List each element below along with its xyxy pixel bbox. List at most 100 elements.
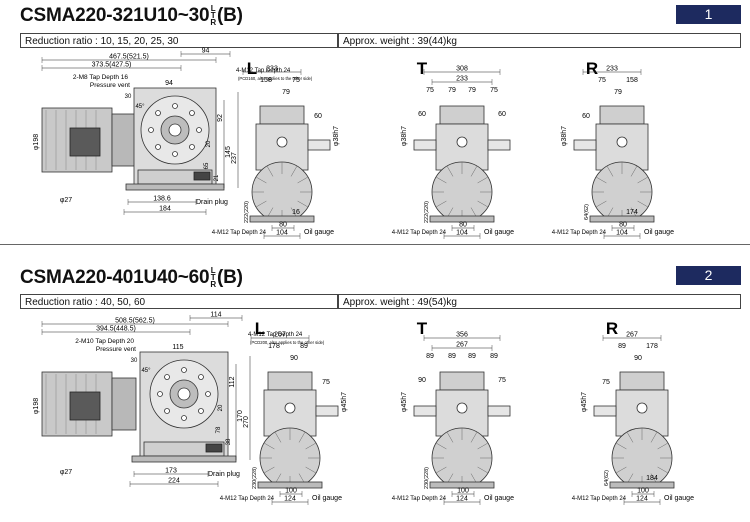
dimension-label: 104 bbox=[276, 230, 288, 237]
dimension-label: 20 bbox=[218, 404, 224, 411]
section-drawings: 467.5(521.5)373.5(427.5) 94 2-M8 Tap Depth… bbox=[33, 48, 674, 239]
dimension-label: 92 bbox=[217, 114, 224, 122]
tap-note: 4-M12 Tap Depth 24 bbox=[572, 496, 627, 502]
dimension-label: 80 bbox=[459, 222, 467, 229]
dimension-label: 65 bbox=[204, 162, 210, 169]
dimension-label: 115 bbox=[172, 344, 183, 351]
view-letter: T bbox=[417, 59, 428, 78]
view-letter: R bbox=[586, 59, 598, 78]
pcd-note: (PCD160, also applies to the other side) bbox=[238, 76, 313, 81]
dimension-label: φ198 bbox=[33, 398, 40, 414]
dimension-label: 45° bbox=[141, 368, 151, 374]
dimension-label: 270 bbox=[243, 416, 250, 428]
dimension-label: 178 bbox=[646, 343, 658, 350]
dimension-label: 75 bbox=[598, 77, 606, 84]
pressure-vent-label: Pressure vent bbox=[90, 82, 130, 89]
dimension-label: 75 bbox=[602, 379, 610, 386]
shaft-diameter: φ38h7 bbox=[333, 126, 340, 146]
dimension-label: 75 bbox=[498, 377, 506, 384]
dimension-label: 75 bbox=[426, 87, 434, 94]
dimension-label: 94 bbox=[202, 48, 210, 55]
view-letter: L bbox=[247, 59, 257, 78]
dimension-label: 138.6 bbox=[153, 196, 171, 203]
dimension-label: 64(62) bbox=[584, 204, 590, 220]
dimension-label: 30 bbox=[131, 358, 138, 364]
dimension-label: 233 bbox=[456, 76, 468, 83]
dimension-label: 94 bbox=[165, 80, 173, 87]
view-letter: T bbox=[417, 319, 428, 338]
dimension-label: 75 bbox=[490, 87, 498, 94]
dimension-label: 104 bbox=[616, 230, 628, 237]
oil-gauge-label: Oil gauge bbox=[304, 229, 334, 236]
dimension-label: 356 bbox=[456, 332, 468, 339]
shaft-diameter: φ45h7 bbox=[341, 392, 348, 412]
dimension-label: 89 bbox=[468, 353, 476, 360]
dimension-label: 90 bbox=[418, 377, 426, 384]
dimension-label: 308 bbox=[456, 66, 468, 73]
dimension-label: 20 bbox=[206, 140, 212, 147]
dimension-label: 80 bbox=[279, 222, 287, 229]
dimension-label: 114 bbox=[210, 312, 221, 319]
dimension-label: 267 bbox=[626, 332, 638, 339]
dimension-label: 267 bbox=[456, 342, 468, 349]
dimension-label: 90 bbox=[290, 355, 298, 362]
dimension-label: 124 bbox=[456, 496, 468, 503]
tap-note: 4-M12 Tap Depth 24 bbox=[392, 496, 447, 502]
reduction-ratio: Reduction ratio : 10, 15, 20, 25, 30 bbox=[20, 33, 338, 48]
dimension-label: 467.5(521.5) bbox=[109, 54, 149, 61]
oil-gauge-label: Oil gauge bbox=[484, 229, 514, 236]
dimension-label: 89 bbox=[618, 343, 626, 350]
view-letter: R bbox=[606, 319, 618, 338]
tap-note: 2-M8 Tap Depth 16 bbox=[73, 74, 129, 81]
reduction-ratio: Reduction ratio : 40, 50, 60 bbox=[20, 294, 338, 309]
shaft-diameter: φ38h7 bbox=[561, 126, 568, 146]
dimension-label: 145 bbox=[225, 146, 232, 158]
dimension-label: 30 bbox=[125, 94, 132, 100]
section-number-badge: 1 bbox=[676, 5, 741, 24]
approx-weight: Approx. weight : 49(54)kg bbox=[338, 294, 741, 309]
dimension-label: 233 bbox=[266, 66, 278, 73]
tap-note: 4-M12 Tap Depth 24 bbox=[248, 332, 303, 338]
dimension-label: 90 bbox=[634, 355, 642, 362]
dimension-label: 80 bbox=[619, 222, 627, 229]
dimension-label: 373.5(427.5) bbox=[92, 62, 132, 69]
dimension-label: 174 bbox=[626, 209, 638, 216]
tap-note: 4-M12 Tap Depth 24 bbox=[212, 230, 267, 236]
dimension-label: 173 bbox=[165, 468, 177, 475]
dimension-label: 184 bbox=[159, 206, 171, 213]
dimension-label: 230(228) bbox=[252, 467, 258, 489]
view-letter: L bbox=[255, 319, 265, 338]
drain-plug-label: Drain plug bbox=[208, 471, 240, 478]
drain-plug-label: Drain plug bbox=[196, 199, 228, 206]
tap-note: 4-M12 Tap Depth 24 bbox=[392, 230, 447, 236]
dimension-label: 237 bbox=[231, 152, 238, 164]
dimension-label: 21 bbox=[214, 174, 220, 181]
dimension-label: 104 bbox=[456, 230, 468, 237]
dimension-label: 89 bbox=[300, 343, 308, 350]
dimension-label: 45° bbox=[135, 104, 145, 110]
tap-note: 4-M12 Tap Depth 24 bbox=[552, 230, 607, 236]
dimension-label: 100 bbox=[285, 488, 297, 495]
pcd-note: (PCD200, also applies to the other side) bbox=[250, 340, 325, 345]
dimension-label: 60 bbox=[498, 111, 506, 118]
dimension-label: 100 bbox=[637, 488, 649, 495]
dimension-label: 222(220) bbox=[244, 201, 250, 223]
section-number-badge: 2 bbox=[676, 266, 741, 285]
dimension-label: 508.5(562.5) bbox=[115, 318, 155, 325]
dimension-label: 100 bbox=[457, 488, 469, 495]
dimension-label: 158 bbox=[260, 77, 272, 84]
dimension-label: 233 bbox=[606, 66, 618, 73]
dimension-label: 170 bbox=[237, 410, 244, 422]
dimension-label: 60 bbox=[418, 111, 426, 118]
dimension-label: 16 bbox=[292, 209, 300, 216]
dimension-label: 79 bbox=[614, 89, 622, 96]
dimension-label: φ27 bbox=[60, 469, 72, 476]
dimension-label: 64(62) bbox=[604, 470, 610, 486]
tap-note: 4-M12 Tap Depth 24 bbox=[236, 68, 291, 74]
